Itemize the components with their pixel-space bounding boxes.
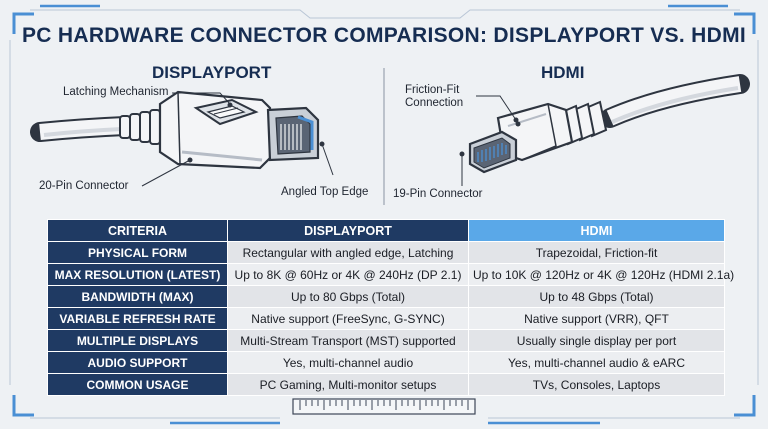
header-displayport: DISPLAYPORT <box>227 219 469 242</box>
displayport-cell: Native support (FreeSync, G-SYNC) <box>227 307 469 330</box>
displayport-plug <box>266 106 320 162</box>
header-hdmi: HDMI <box>468 219 725 242</box>
displayport-cell: Rectangular with angled edge, Latching <box>227 241 469 264</box>
hdmi-cell: Usually single display per port <box>468 329 725 352</box>
criteria-cell: COMMON USAGE <box>47 373 228 396</box>
hdmi-heading: HDMI <box>541 63 585 82</box>
hdmi-cell: Native support (VRR), QFT <box>468 307 725 330</box>
latching-mechanism-label: Latching Mechanism <box>63 86 169 98</box>
displayport-latch <box>193 98 259 126</box>
angled-top-edge-label: Angled Top Edge <box>281 186 369 198</box>
hdmi-connector-illustration <box>459 74 750 186</box>
friction-fit-label-line2: Connection <box>405 97 464 109</box>
displayport-cell: Yes, multi-channel audio <box>227 351 469 374</box>
table-header-row: CRITERIA DISPLAYPORT HDMI <box>47 219 725 242</box>
friction-fit-label-line1: Friction-Fit <box>405 84 460 96</box>
friction-fit-label: Friction-Fit Connection <box>405 84 463 110</box>
criteria-cell: MAX RESOLUTION (LATEST) <box>47 263 228 286</box>
header-criteria: CRITERIA <box>47 219 228 242</box>
hdmi-callout-lines <box>461 95 517 186</box>
hdmi-plug <box>468 130 518 174</box>
hdmi-cell: Yes, multi-channel audio & eARC <box>468 351 725 374</box>
hdmi-cell: Trapezoidal, Friction-fit <box>468 241 725 264</box>
displayport-cell: Up to 8K @ 60Hz or 4K @ 240Hz (DP 2.1) <box>227 263 469 286</box>
criteria-cell: VARIABLE REFRESH RATE <box>47 307 228 330</box>
table-row: MAX RESOLUTION (LATEST) Up to 8K @ 60Hz … <box>47 263 734 286</box>
displayport-strain-relief <box>119 109 161 145</box>
displayport-cell: Multi-Stream Transport (MST) supported <box>227 329 469 352</box>
hdmi-cable <box>600 74 750 128</box>
table-row: PHYSICAL FORM Rectangular with angled ed… <box>47 241 725 264</box>
criteria-cell: MULTIPLE DISPLAYS <box>47 329 228 352</box>
displayport-callout-lines <box>141 92 334 187</box>
table-row: MULTIPLE DISPLAYS Multi-Stream Transport… <box>47 329 725 352</box>
table-row: VARIABLE REFRESH RATE Native support (Fr… <box>47 307 725 330</box>
table-row: COMMON USAGE PC Gaming, Multi-monitor se… <box>47 373 725 396</box>
criteria-cell: PHYSICAL FORM <box>47 241 228 264</box>
comparison-table: CRITERIA DISPLAYPORT HDMI PHYSICAL FORM … <box>47 219 734 396</box>
hdmi-cell: TVs, Consoles, Laptops <box>468 373 725 396</box>
hdmi-cell: Up to 48 Gbps (Total) <box>468 285 725 308</box>
criteria-cell: AUDIO SUPPORT <box>47 351 228 374</box>
displayport-cable <box>30 116 135 142</box>
displayport-heading: DISPLAYPORT <box>152 63 272 82</box>
displayport-cell: Up to 80 Gbps (Total) <box>227 285 469 308</box>
table-row: AUDIO SUPPORT Yes, multi-channel audio Y… <box>47 351 725 374</box>
page-title: PC HARDWARE CONNECTOR COMPARISON: DISPLA… <box>21 24 747 47</box>
hdmi-cell: Up to 10K @ 120Hz or 4K @ 120Hz (HDMI 2.… <box>468 263 734 286</box>
displayport-cell: PC Gaming, Multi-monitor setups <box>227 373 469 396</box>
displayport-connector-illustration <box>30 90 334 187</box>
dp-20-pin-label: 20-Pin Connector <box>39 180 129 192</box>
ruler-decoration <box>292 398 476 415</box>
hdmi-19-pin-label: 19-Pin Connector <box>393 188 483 200</box>
criteria-cell: BANDWIDTH (MAX) <box>47 285 228 308</box>
table-row: BANDWIDTH (MAX) Up to 80 Gbps (Total) Up… <box>47 285 725 308</box>
